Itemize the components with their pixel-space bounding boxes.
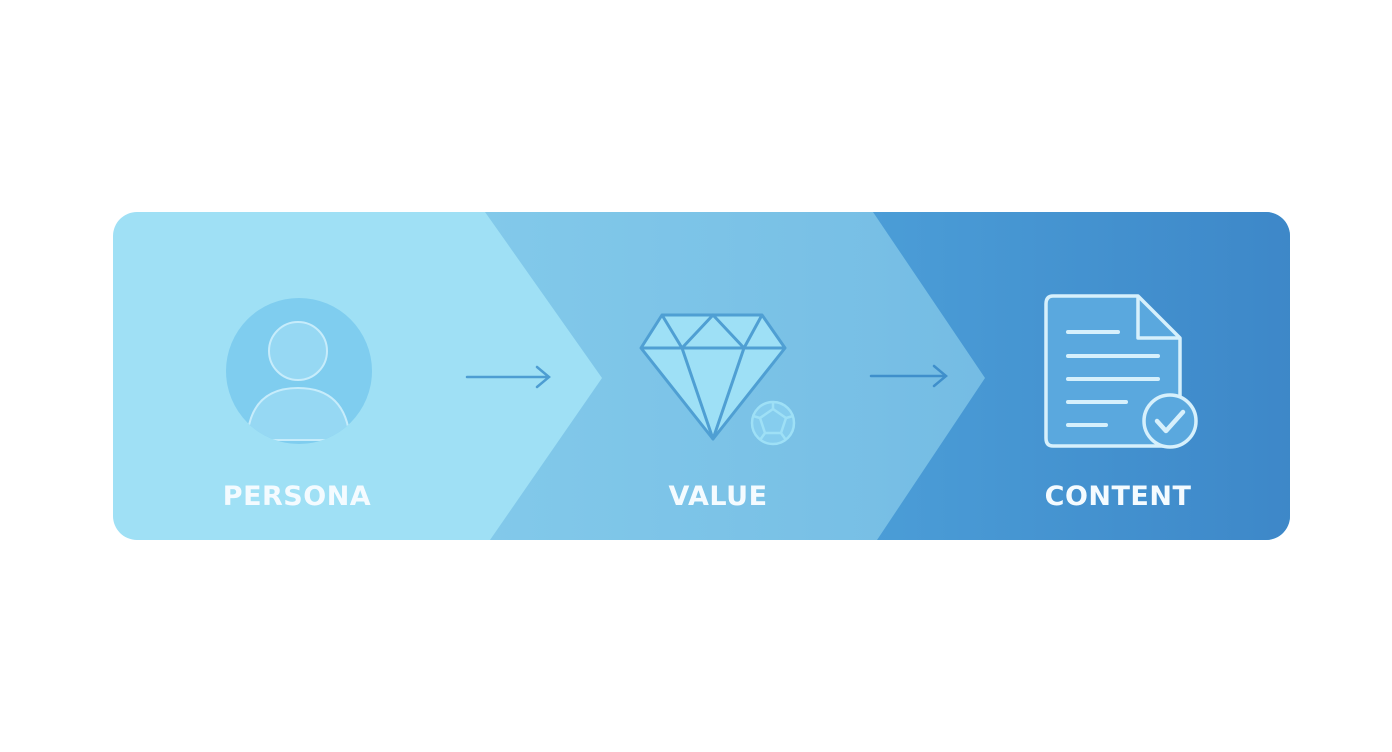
gem-icon — [750, 400, 796, 446]
user-avatar-icon — [226, 298, 372, 444]
stage-label-content: CONTENT — [1045, 481, 1192, 512]
document-check-icon — [1044, 294, 1198, 449]
diamond-icon — [639, 313, 787, 441]
stage-label-persona: PERSONA — [223, 481, 371, 512]
stage-label-value: VALUE — [668, 481, 767, 512]
arrow-right-icon — [465, 365, 551, 389]
arrow-right-icon — [869, 364, 948, 388]
